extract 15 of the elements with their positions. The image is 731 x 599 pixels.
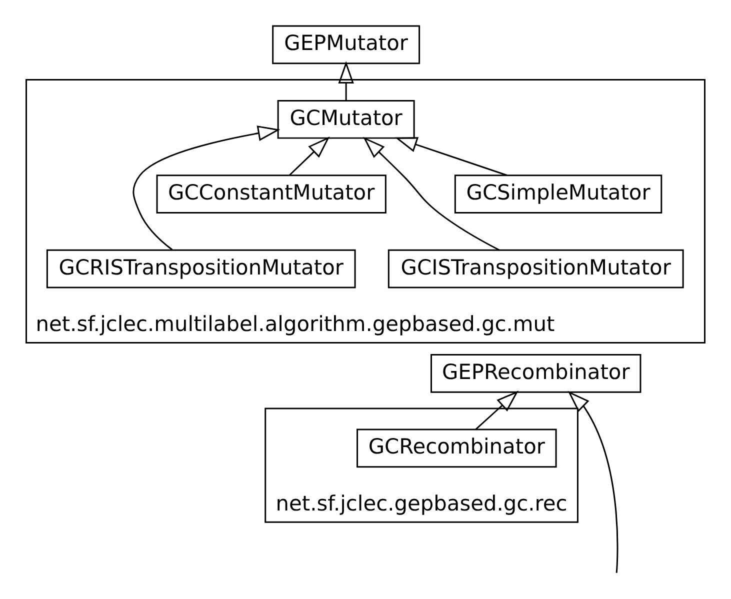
arrow [363,136,500,250]
node-box: GCSimpleMutator [454,174,662,214]
node-box: GCISTranspositionMutator [388,248,684,288]
arrow [288,136,330,176]
arrow [394,136,508,176]
arrow [475,390,519,430]
node-box: GCRecombinator [356,428,557,468]
arrow [568,390,618,572]
node-box: GCMutator [277,99,415,138]
arrow [132,125,280,250]
arrow [338,60,354,100]
node-box: GEPRecombinator [430,354,642,392]
node-box: GCRISTranspositionMutator [46,248,356,288]
node-box: GCConstantMutator [156,174,386,214]
node-box: GEPMutator [272,24,420,64]
